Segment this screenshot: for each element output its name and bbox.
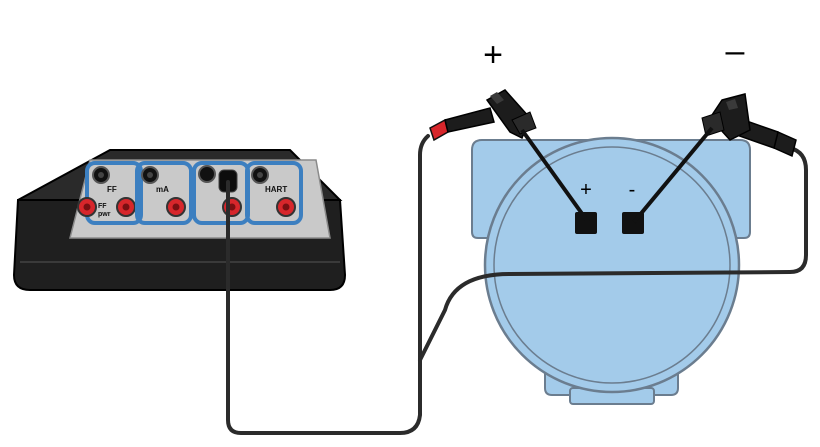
terminal-plus-label: + — [580, 179, 592, 201]
housing-cover — [483, 136, 741, 394]
lead-positive — [226, 134, 430, 435]
probe-positive[interactable] — [429, 89, 590, 224]
probe-positive-tip — [520, 128, 590, 224]
terminal-minus-label: - — [629, 179, 636, 201]
probe-negative-tip — [632, 126, 714, 224]
port-label-hart: HART — [265, 185, 287, 194]
port-group-ma: mA — [135, 161, 193, 225]
test-leads — [226, 134, 808, 435]
communicator-device: FF FF pwr mA — [12, 149, 347, 291]
port-group-hart: HART — [245, 161, 303, 225]
port-sublabel-ff-pwr: FF pwr — [98, 203, 111, 218]
probe-minus-sign: – — [726, 32, 745, 70]
port-label-ma: mA — [156, 185, 169, 194]
probe-plus-sign: + — [483, 36, 503, 74]
terminal-plus[interactable] — [575, 212, 597, 234]
probe-negative[interactable] — [632, 93, 797, 224]
jack-black[interactable] — [198, 165, 216, 183]
port-group-ff: FF FF pwr — [77, 161, 143, 225]
port-label-ff: FF — [107, 185, 117, 194]
lead-negative — [418, 146, 808, 362]
